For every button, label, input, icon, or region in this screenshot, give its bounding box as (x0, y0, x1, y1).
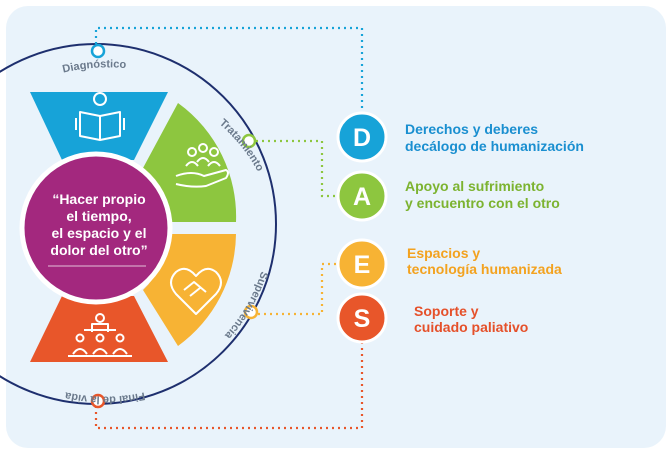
item-s-line-1: Soporte y (414, 303, 479, 319)
segment-supervivencia (143, 234, 236, 346)
stage-label-diagnostico: Diagnóstico (61, 58, 127, 75)
quote-line-1: “Hacer propio (52, 191, 145, 207)
item-d-line-2: decálogo de humanización (405, 138, 584, 154)
letter-e: E (354, 251, 371, 279)
letter-badge-s: S (336, 292, 388, 344)
dot-diagnostico (90, 43, 106, 59)
connector-a (250, 139, 342, 198)
quote-line-2: el tiempo, (66, 208, 131, 224)
book-reader-icon (75, 92, 125, 141)
center-circle (19, 151, 173, 305)
dot-tratamiento (241, 133, 257, 149)
connector-s (94, 340, 364, 430)
dot-supervivencia (243, 304, 259, 320)
heart-handshake-icon (170, 267, 222, 315)
item-a-line-1: Apoyo al sufrimiento (405, 178, 544, 194)
item-a-line-2: y encuentro con el otro (405, 195, 560, 211)
item-d-line-1: Derechos y deberes (405, 121, 538, 137)
stage-label-supervivencia: Supervivencia (222, 270, 270, 342)
connector-d (94, 26, 364, 112)
dot-final-vida (90, 393, 106, 409)
item-e-line-1: Espacios y (407, 245, 480, 261)
letter-badge-d: D (336, 111, 388, 163)
letter-d: D (353, 124, 371, 152)
letter-a: A (353, 183, 371, 211)
letter-badge-a: A (336, 170, 388, 222)
stage-label-final-vida: Final de la vida (63, 389, 146, 405)
item-s-line-2: cuidado paliativo (414, 319, 528, 335)
group-presentation-icon (68, 313, 132, 357)
item-e-line-2: tecnología humanizada (407, 261, 562, 277)
quote-line-4: dolor del otro” (50, 242, 147, 258)
connector-e (252, 262, 342, 316)
hand-people-icon (175, 143, 229, 188)
quote-line-3: el espacio y el (52, 225, 147, 241)
letter-badge-e: E (336, 238, 388, 290)
letter-s: S (354, 305, 371, 333)
